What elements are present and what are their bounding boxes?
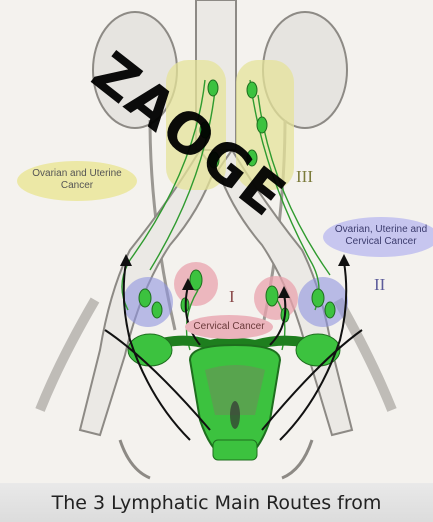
caption-text: The 3 Lymphatic Main Routes from <box>0 492 433 514</box>
left-lower-branch <box>40 300 95 410</box>
ovarian-uterine-cancer-label: Ovarian and Uterine Cancer <box>22 168 132 192</box>
route-iii-label: III <box>296 167 313 187</box>
cervical-cancer-label: Cervical Cancer <box>186 321 272 332</box>
uterus <box>128 334 340 460</box>
ovarian-uterine-cervical-cancer-label: Ovarian, Uterine and Cervical Cancer <box>326 224 433 248</box>
route-ii-label: II <box>374 275 385 295</box>
right-pubic-bone <box>282 440 312 478</box>
route-i-label: I <box>229 287 235 307</box>
left-pubic-bone <box>120 440 150 478</box>
right-lower-branch <box>338 300 392 410</box>
